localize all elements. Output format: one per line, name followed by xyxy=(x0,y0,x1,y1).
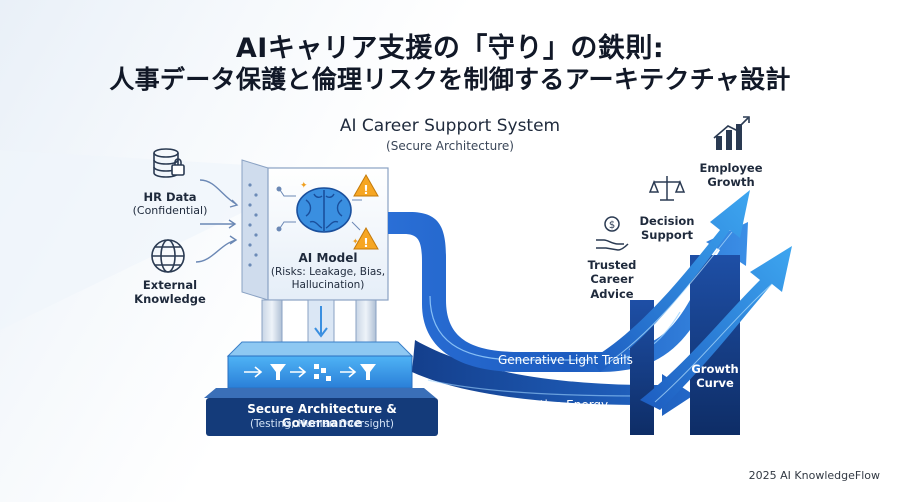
outcome-line: Employee xyxy=(699,161,763,175)
input-title: External xyxy=(142,278,198,292)
outcome-line: Growth xyxy=(707,175,755,190)
ai-model-label: AI Model (Risks: Leakage, Bias, Hallucin… xyxy=(268,251,388,292)
growth-curve-label: Growth Curve xyxy=(690,362,740,391)
input-hr-data: HR Data (Confidential) xyxy=(130,190,210,218)
pillars xyxy=(261,299,377,343)
governance-base xyxy=(204,388,438,436)
growth-curve-line: Curve xyxy=(696,376,734,391)
outcome-line: Support xyxy=(640,228,693,243)
outcome-line: Career xyxy=(590,272,634,287)
svg-text:$: $ xyxy=(609,220,615,231)
ai-model-title: AI Model xyxy=(298,251,358,265)
outcome-line: Decision xyxy=(639,214,695,228)
outcome-decision-support: Decision Support xyxy=(636,214,698,243)
title-line-1: AIキャリア支援の「守り」の鉄則: xyxy=(235,33,665,64)
hand-coin-icon: $ xyxy=(596,216,629,251)
scales-icon xyxy=(648,176,686,201)
ai-model-risks: (Risks: Leakage, Bias, xyxy=(270,266,386,278)
brain-icon: ✦ ✦ xyxy=(276,181,362,246)
filter-platform xyxy=(226,341,414,389)
footer-credit: 2025 AI KnowledgeFlow xyxy=(748,469,880,482)
creative-energy-band xyxy=(412,340,694,416)
input-subtitle: (Confidential) xyxy=(132,204,208,218)
governance-subtitle: (Testing, Human Oversight) xyxy=(249,418,395,430)
system-subtitle: (Secure Architecture) xyxy=(386,139,514,153)
outcome-line: Trusted xyxy=(587,258,637,272)
outcome-trusted-career-advice: Trusted Career Advice xyxy=(582,258,642,301)
input-subtitle: Knowledge xyxy=(134,292,206,307)
globe-icon xyxy=(151,239,185,273)
outcome-line: Advice xyxy=(590,286,634,301)
growth-chart-icon xyxy=(713,116,750,150)
outcome-employee-growth: Employee Growth xyxy=(696,161,766,190)
svg-text:!: ! xyxy=(363,236,368,250)
svg-text:✦: ✦ xyxy=(352,237,359,246)
title-line-2: 人事データ保護と倫理リスクを制御するアーキテクチャ設計 xyxy=(109,65,791,94)
creative-energy-label: Creative Energy xyxy=(512,398,609,412)
generative-light-band xyxy=(388,212,748,372)
svg-text:✦: ✦ xyxy=(300,181,308,191)
database-lock-icon xyxy=(153,148,185,178)
warning-icon: ! xyxy=(353,226,379,250)
governance-title: Secure Architecture & Governance xyxy=(247,402,397,430)
growth-curve-line: Growth xyxy=(691,362,739,376)
svg-text:!: ! xyxy=(363,183,368,197)
input-arrows xyxy=(195,179,239,263)
input-title: HR Data xyxy=(143,190,197,204)
ai-model-risks-2: Hallucination) xyxy=(291,279,365,292)
generative-light-trails-label: Generative Light Trails xyxy=(498,353,633,367)
warning-icon: ! xyxy=(353,173,379,197)
growth-arrow-lower xyxy=(640,246,792,410)
input-external-knowledge: External Knowledge xyxy=(128,278,212,307)
growth-arrow-upper xyxy=(590,190,750,372)
system-title: AI Career Support System xyxy=(339,116,561,136)
